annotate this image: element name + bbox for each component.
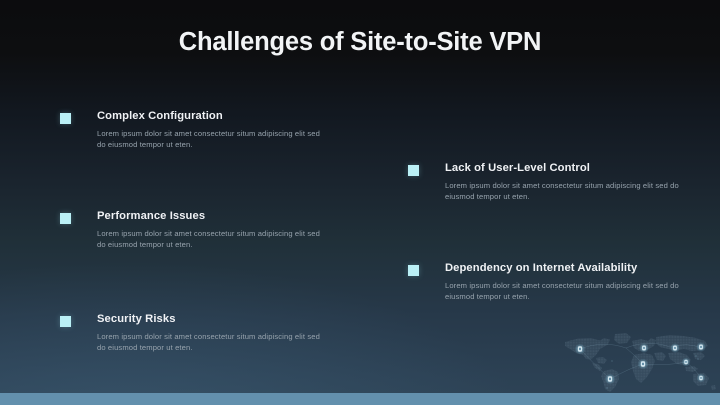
bullet-square-icon [408, 165, 419, 176]
bullet-square-icon [60, 213, 71, 224]
list-item-body: Lorem ipsum dolor sit amet consectetur s… [97, 229, 320, 250]
list-item: Security Risks Lorem ipsum dolor sit ame… [60, 313, 335, 354]
page-title: Challenges of Site-to-Site VPN [178, 28, 542, 57]
list-item: Dependency on Internet Availability Lore… [408, 262, 693, 303]
list-item-heading: Complex Configuration [97, 110, 223, 122]
world-map-icon [548, 331, 716, 393]
list-item-heading: Security Risks [97, 313, 176, 325]
list-item-body: Lorem ipsum dolor sit amet consectetur s… [445, 281, 679, 302]
bottom-accent-bar [0, 393, 720, 405]
list-item: Lack of User-Level Control Lorem ipsum d… [408, 162, 693, 203]
list-item-body: Lorem ipsum dolor sit amet consectetur s… [97, 129, 320, 150]
bullet-square-icon [60, 113, 71, 124]
list-item-body: Lorem ipsum dolor sit amet consectetur s… [445, 181, 679, 202]
list-item-heading: Dependency on Internet Availability [445, 262, 638, 274]
bullet-square-icon [60, 316, 71, 327]
list-item: Complex Configuration Lorem ipsum dolor … [60, 110, 335, 151]
list-item-heading: Lack of User-Level Control [445, 162, 590, 174]
list-item: Performance Issues Lorem ipsum dolor sit… [60, 210, 335, 251]
list-item-body: Lorem ipsum dolor sit amet consectetur s… [97, 332, 320, 353]
bullet-square-icon [408, 265, 419, 276]
list-item-heading: Performance Issues [97, 210, 206, 222]
